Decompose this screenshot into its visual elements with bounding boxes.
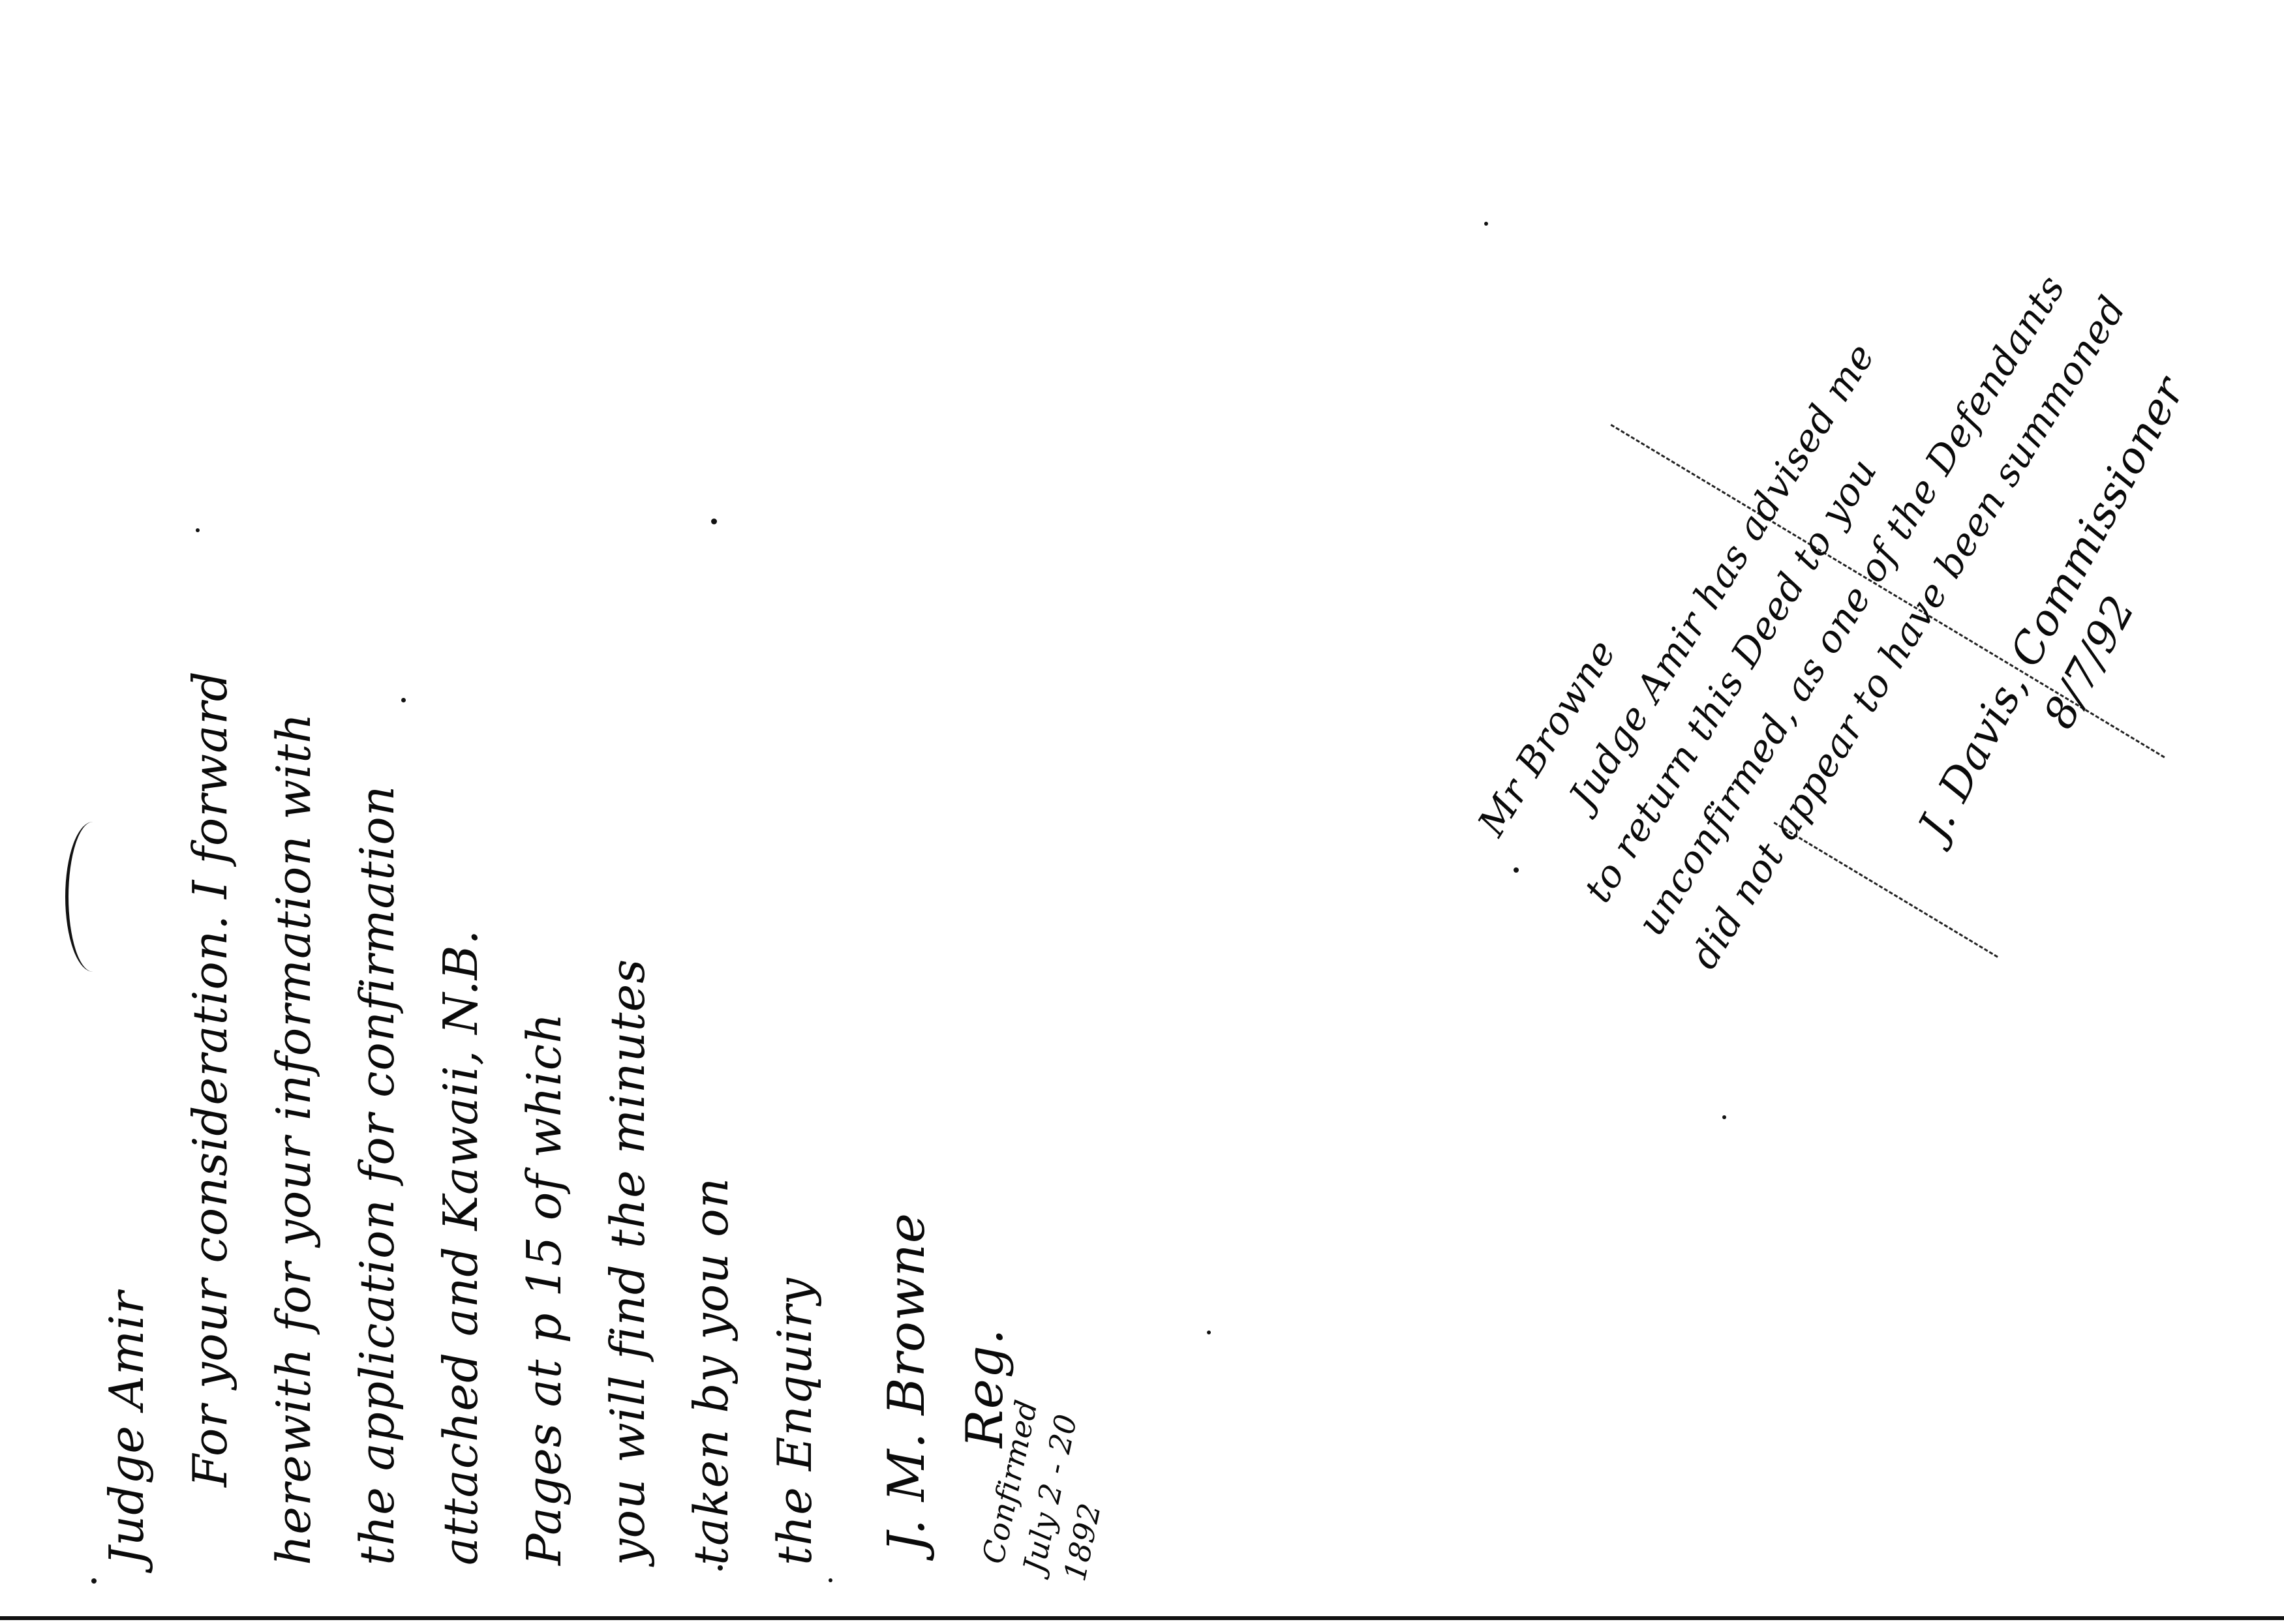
scan-speck (1722, 1115, 1726, 1119)
scan-speck (401, 698, 406, 702)
note-line: taken by you on (684, 1177, 738, 1565)
note-line: the application for confirmation (350, 785, 404, 1565)
scan-speck (1514, 867, 1519, 873)
corner-bracket-mark (65, 822, 121, 972)
note-line: the Enquiry (767, 1277, 822, 1565)
note-line: For your consideration. I forward (183, 670, 237, 1487)
scan-speck (91, 1578, 97, 1584)
scan-speck (1207, 1331, 1211, 1334)
scan-speck (196, 528, 200, 532)
scan-speck (711, 519, 717, 524)
scan-bottom-edge (0, 1616, 2284, 1620)
scan-speck (829, 1578, 832, 1582)
left-handwritten-note: Judge Amir For your consideration. I for… (85, 670, 836, 1565)
scan-speck (1484, 222, 1488, 226)
note-line: herewith for your information with (266, 712, 321, 1565)
note-line: Judge Amir (99, 1291, 154, 1565)
note-line: Pages at p 15 of which (517, 1012, 571, 1565)
note-line: you will find the minutes (600, 958, 655, 1565)
scan-speck (718, 1565, 723, 1571)
note-line: attached and Kawaii, N.B. (433, 929, 488, 1565)
signature-name: J. M. Browne (877, 1212, 936, 1552)
